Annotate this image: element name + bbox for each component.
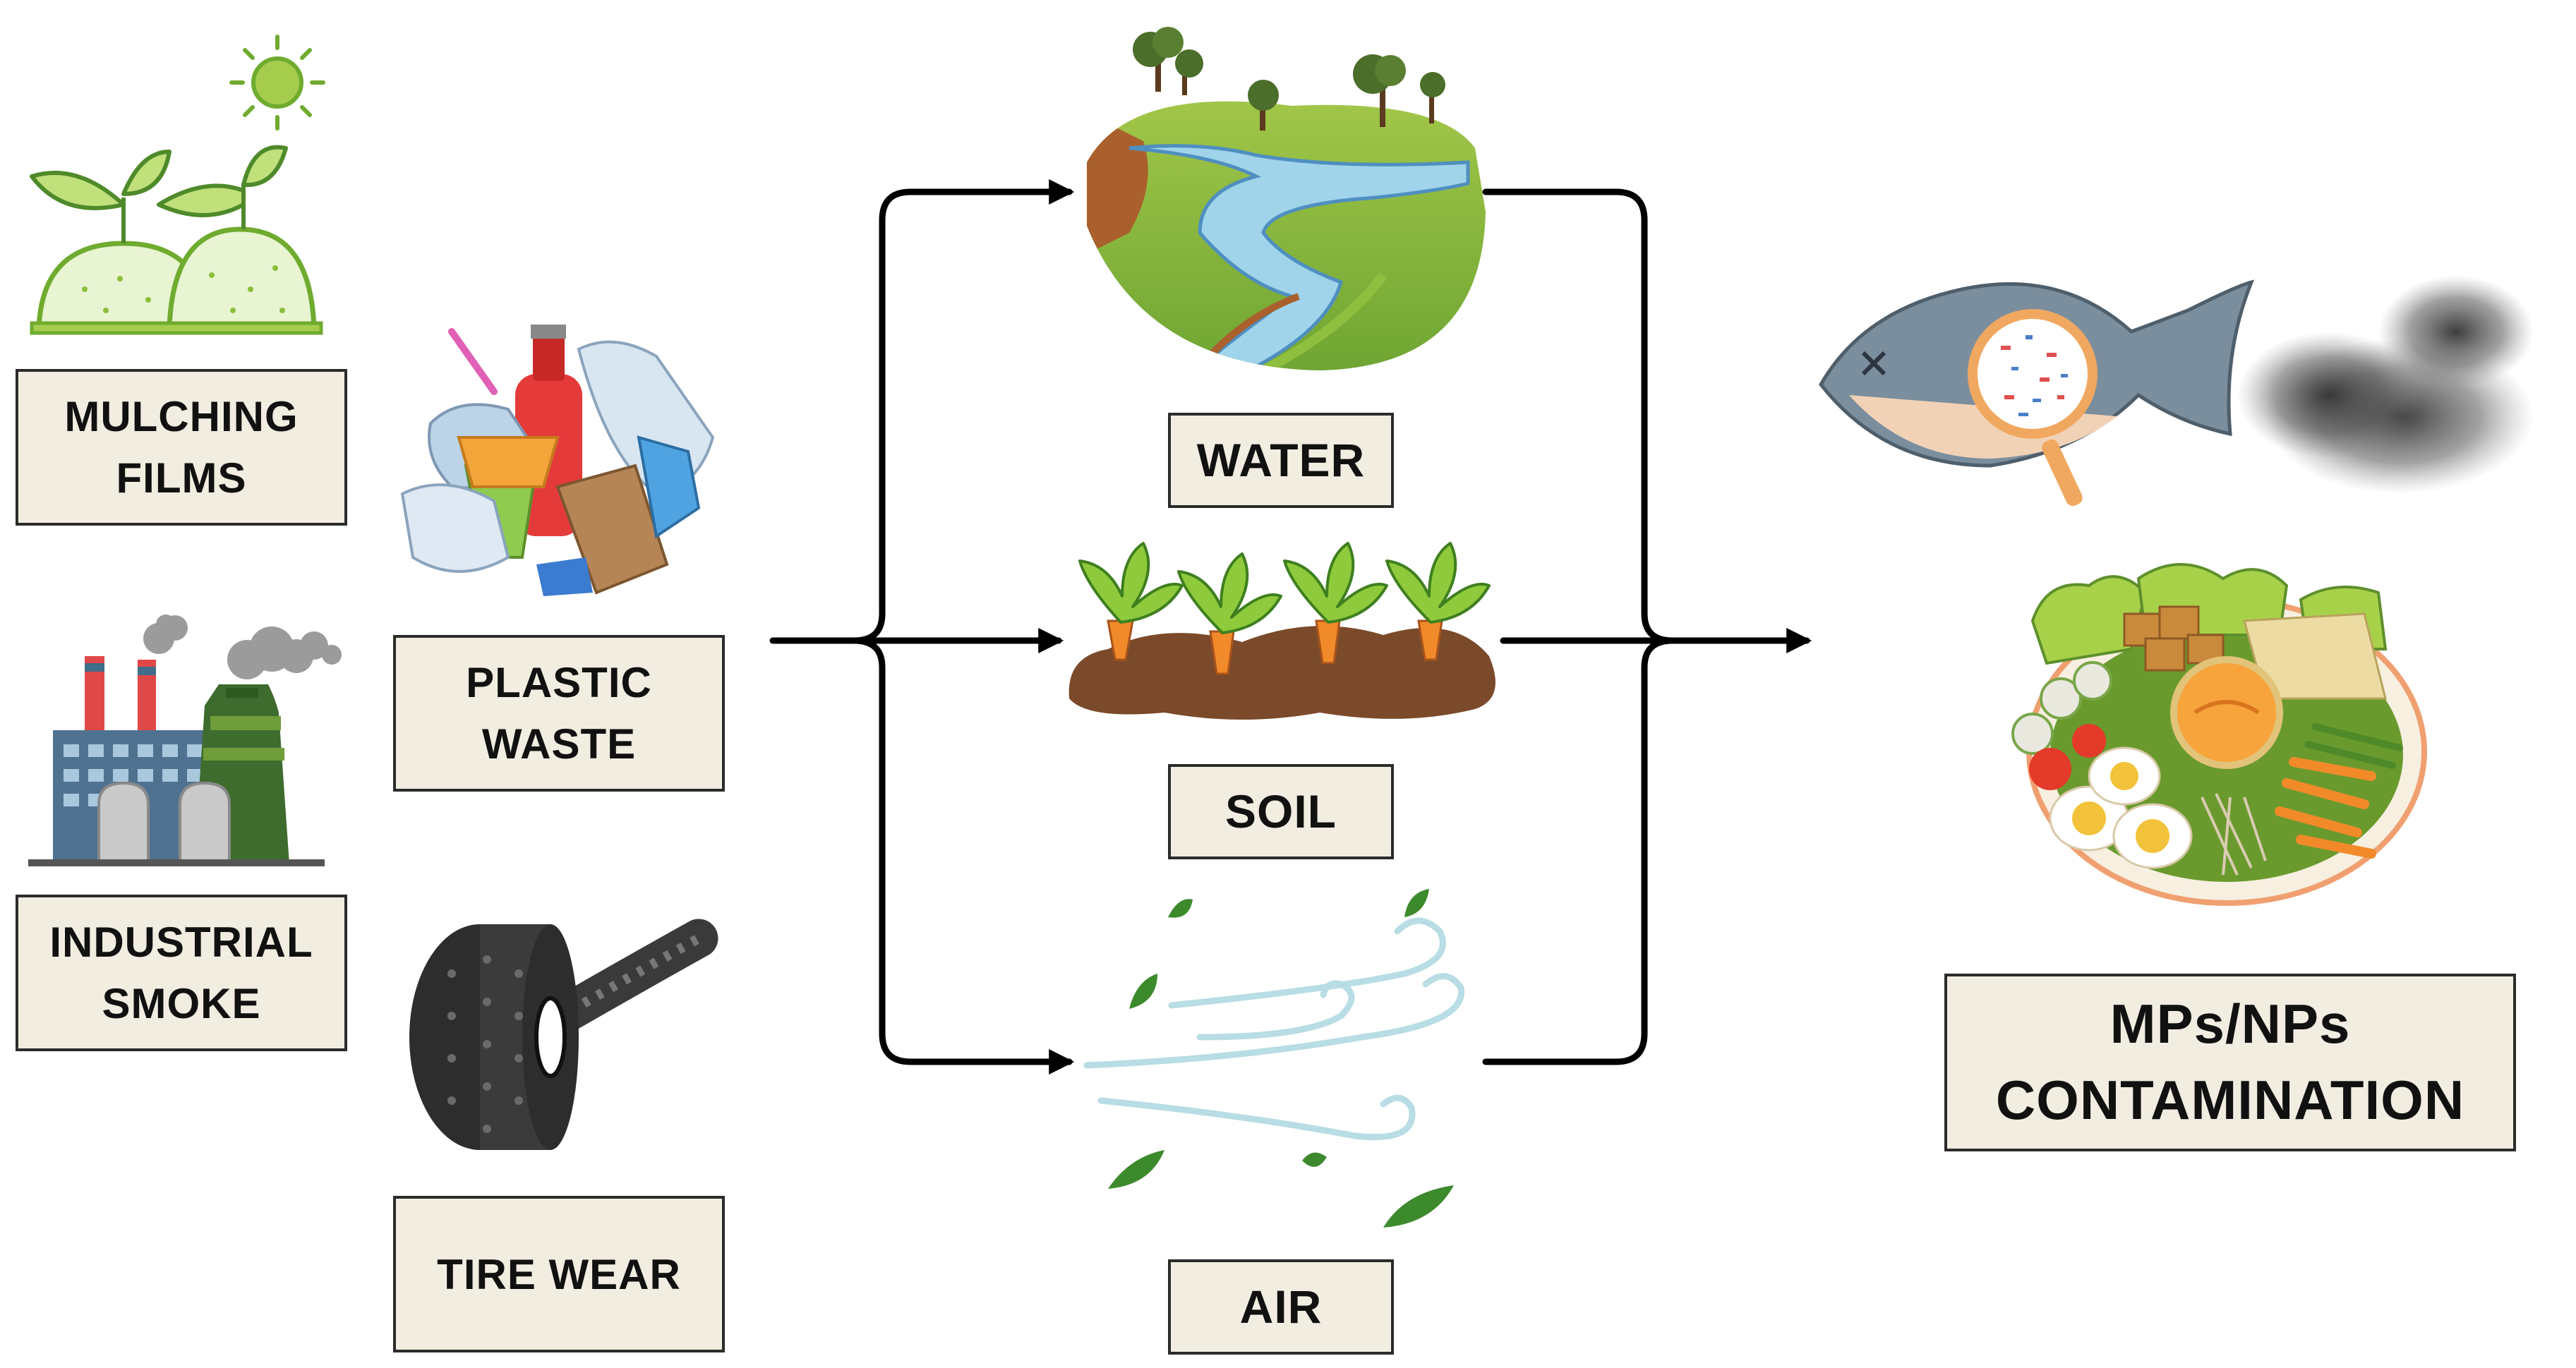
air-label: AIR [1168,1259,1394,1355]
fish-magnifier-icon [1818,279,2255,507]
left-bracket-path [850,188,1073,1065]
carrot-soil-icon [1069,542,1495,720]
dust-cloud-icon [2237,275,2534,494]
plastic-waste-icon [400,325,715,596]
sun-icon [229,35,325,131]
tire-wear-label-line-1: TIRE WEAR [437,1250,681,1298]
trees-icon [1133,27,1445,131]
tire-wear-label: TIRE WEAR [393,1196,725,1352]
microplastic-particles [2001,335,2068,416]
contamination-label-line-2: CONTAMINATION [1995,1069,2465,1131]
industrial-smoke-label: INDUSTRIAL SMOKE [16,895,347,1051]
mulching-films-label-line-1: MULCHING [64,393,299,440]
industrial-smoke-label-line-2: SMOKE [102,980,261,1027]
wind-leaves-icon [1083,889,1465,1228]
food-plate-icon [2011,563,2427,906]
contamination-label-line-1: MPs/NPs [2109,993,2351,1055]
mulching-film-icon [30,35,325,335]
flow-connectors [769,179,1812,1075]
river-landscape-icon [1087,27,1486,370]
water-label-text: WATER [1196,433,1366,486]
plastic-waste-label-line-2: WASTE [481,720,637,768]
air-label-text: AIR [1239,1280,1323,1333]
mulching-films-label-line-2: FILMS [116,454,247,502]
plastic-waste-label-line-1: PLASTIC [466,659,652,706]
soil-label: SOIL [1168,764,1394,859]
factory-smoke-icon [28,615,342,866]
carrots [1078,542,1491,675]
tire-icon [409,919,718,1150]
water-label: WATER [1168,413,1394,508]
soil-label-text: SOIL [1224,785,1337,837]
right-bracket-path [1482,188,1676,1065]
industrial-smoke-label-line-1: INDUSTRIAL [49,919,313,966]
plastic-waste-label: PLASTIC WASTE [393,635,725,792]
mulching-films-label: MULCHING FILMS [16,369,347,526]
